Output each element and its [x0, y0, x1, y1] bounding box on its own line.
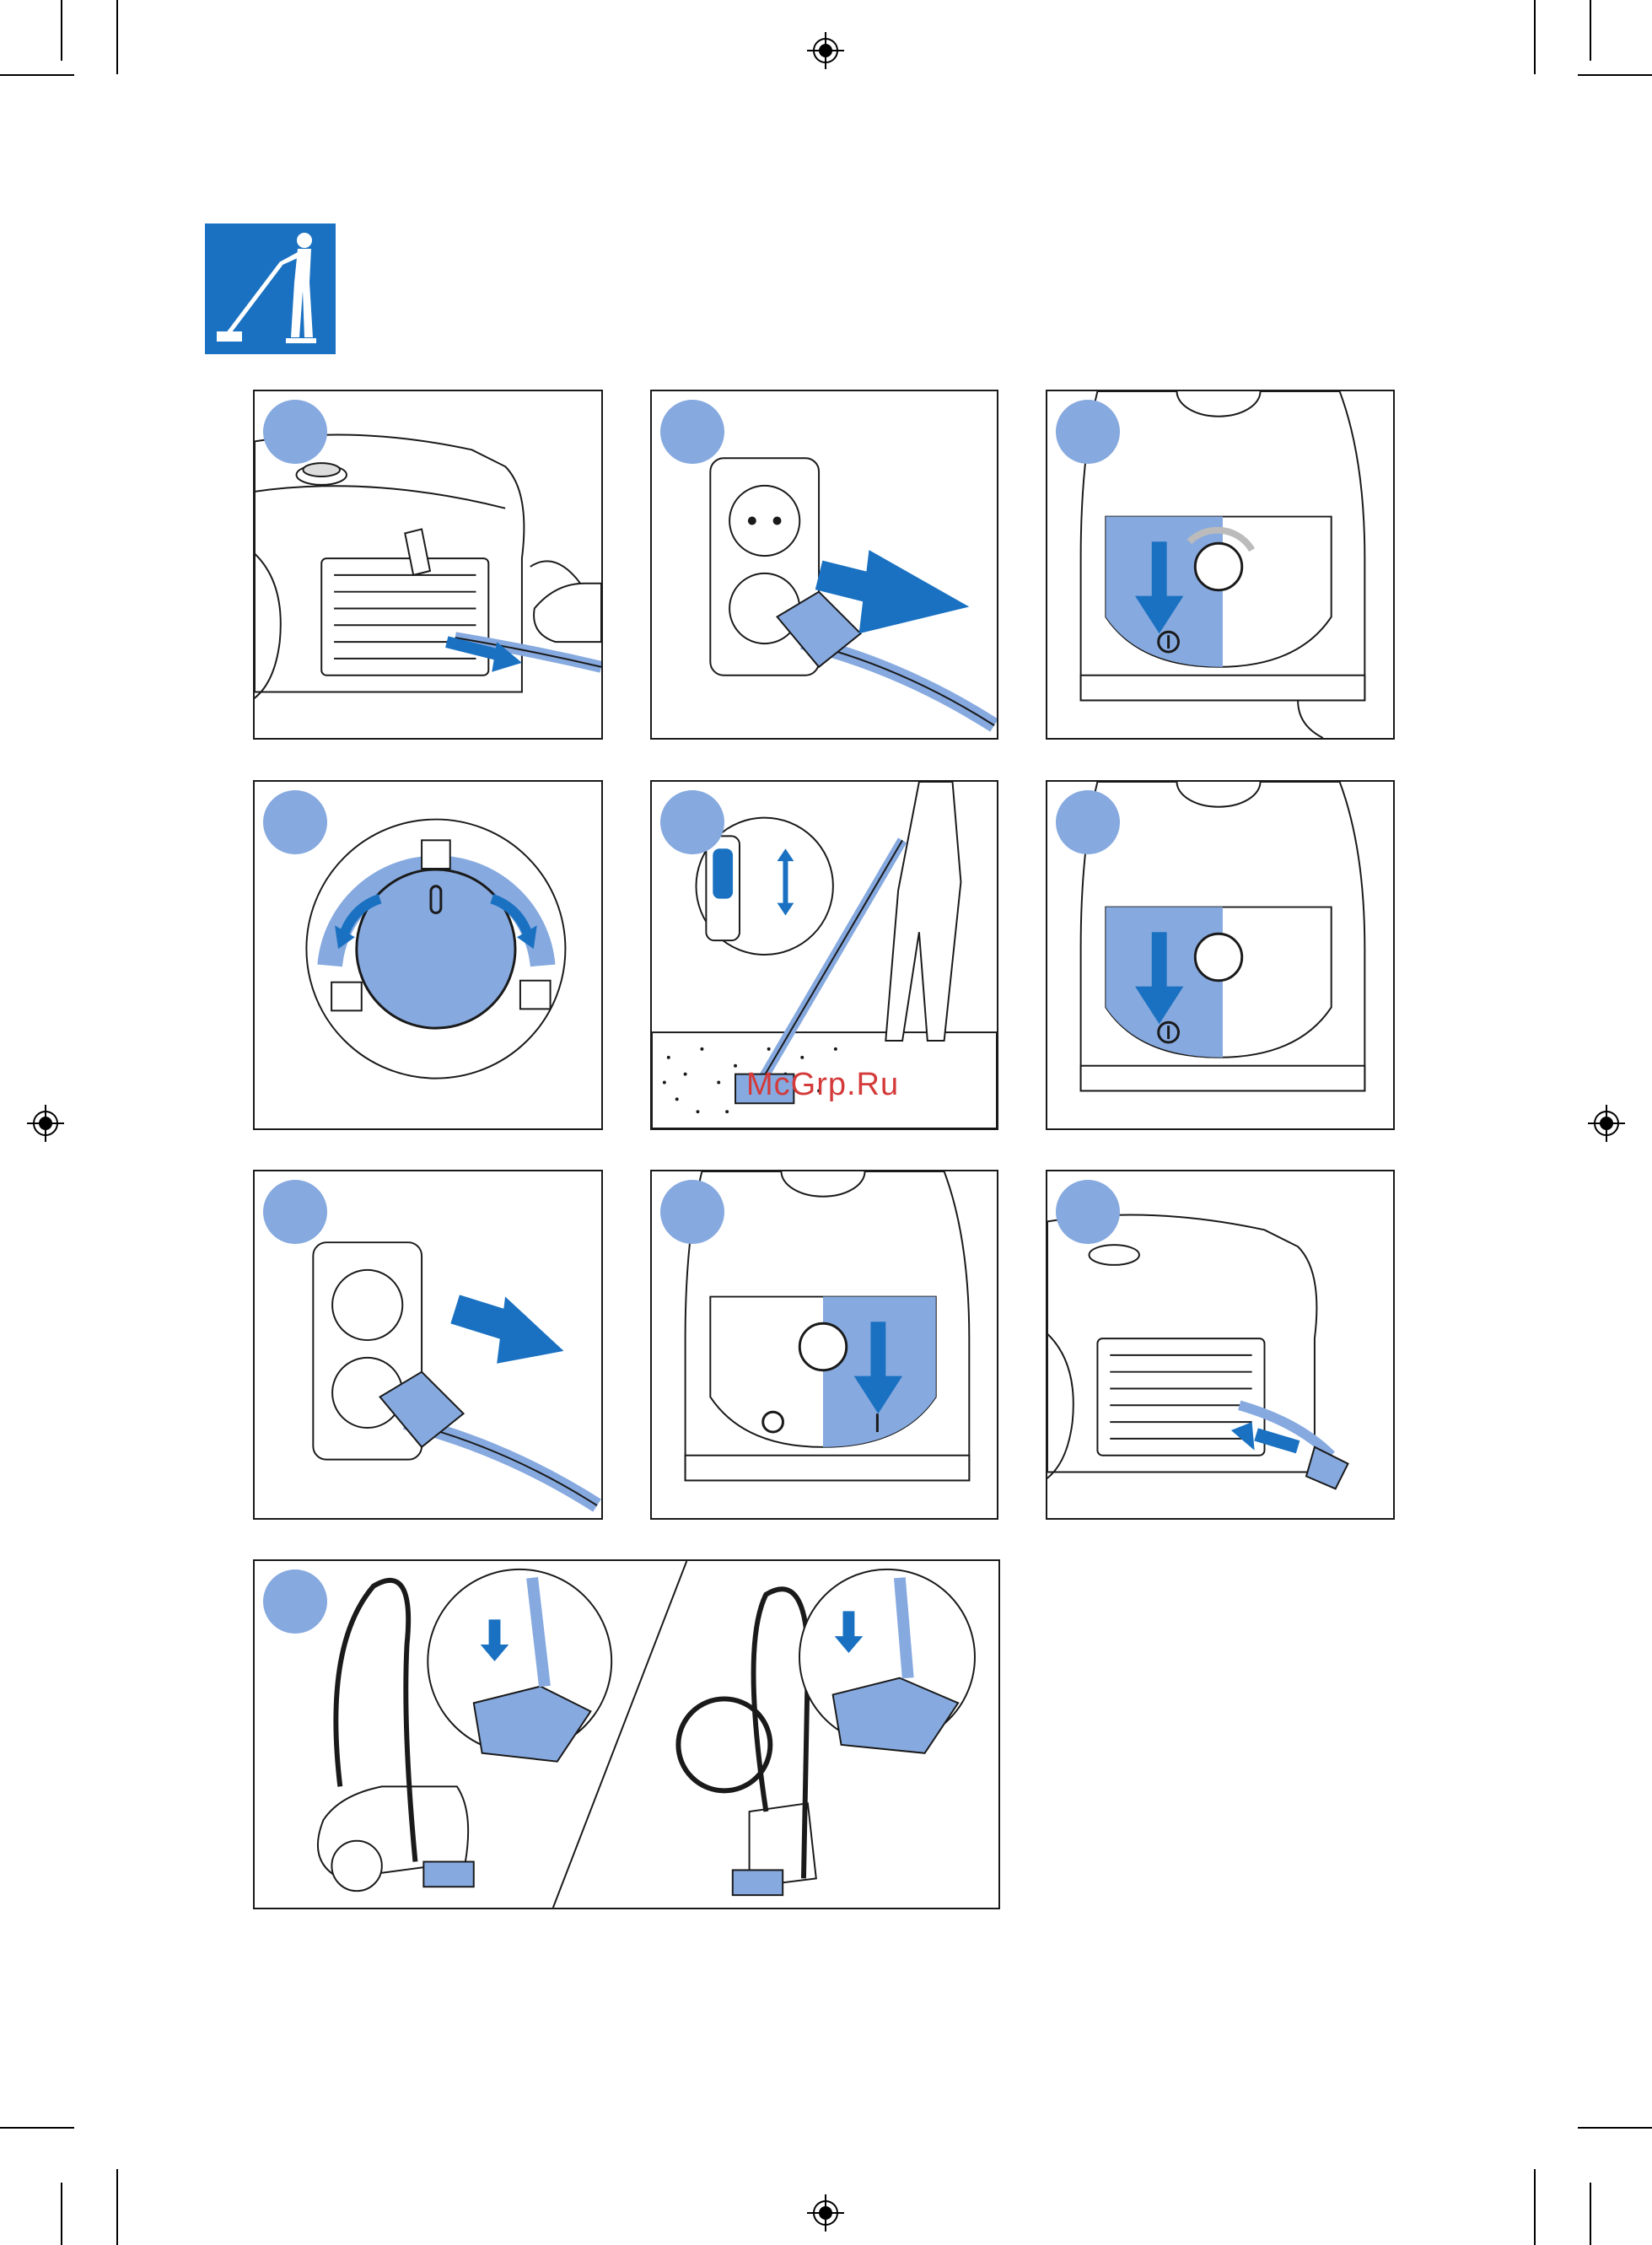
- step-number-badge: [660, 400, 724, 464]
- registration-mark-top: [807, 32, 844, 69]
- registration-mark-bottom: [807, 2194, 844, 2232]
- step-number-badge: [263, 790, 327, 854]
- step-number-badge: [1056, 790, 1120, 854]
- step-panel-7: [253, 1170, 603, 1520]
- vacuum-user-icon: [205, 223, 336, 354]
- step-panel-4: [253, 780, 603, 1130]
- step-panel-6: [1046, 780, 1395, 1130]
- step-number-badge: [263, 1569, 327, 1634]
- step-number-badge: [263, 400, 327, 464]
- step-number-badge: [263, 1180, 327, 1244]
- step-panel-8: [650, 1170, 998, 1520]
- registration-mark-left: [27, 1105, 64, 1142]
- step-number-badge: [660, 790, 724, 854]
- step-number-badge: [1056, 400, 1120, 464]
- step-number-badge: [1056, 1180, 1120, 1244]
- tube-parking-storage-icon: [255, 1561, 998, 1908]
- step-panel-3: [1046, 390, 1395, 740]
- step-number-badge: [660, 1180, 724, 1244]
- registration-mark-right: [1588, 1105, 1625, 1142]
- step-panel-1: [253, 390, 603, 740]
- step-panel-9: [1046, 1170, 1395, 1520]
- step-panel-2: [650, 390, 998, 740]
- watermark-text: McGrp.Ru: [746, 1067, 899, 1103]
- step-panel-10: [253, 1559, 1000, 1909]
